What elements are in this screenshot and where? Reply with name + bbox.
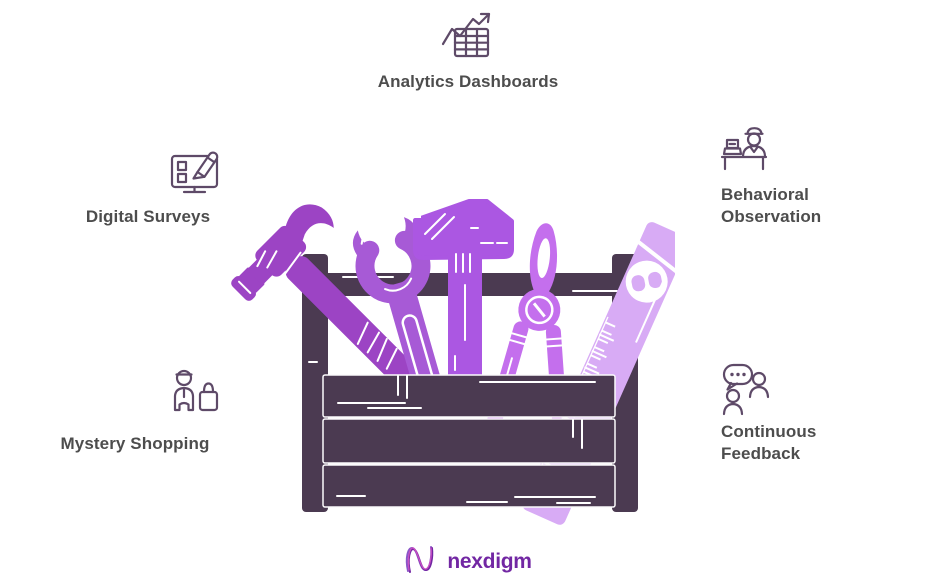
continuous-feedback-icon: [719, 360, 771, 416]
mystery-shopping-label: Mystery Shopping: [60, 434, 210, 453]
mallet: [413, 199, 514, 384]
toolbox-illustration: [225, 190, 689, 545]
logo-text: nexdigm: [447, 549, 532, 573]
digital-surveys-label: Digital Surveys: [85, 207, 211, 226]
mystery-shopping-icon: [163, 367, 221, 419]
toolbox-planks: [322, 374, 616, 508]
digital-surveys-icon: [166, 147, 223, 197]
logo-mark-icon: [404, 544, 440, 579]
hammer: [231, 204, 421, 392]
analytics-dashboards-label: Analytics Dashboards: [377, 72, 559, 91]
logo: nexdigm: [0, 544, 936, 579]
behavioral-observation-icon: [718, 124, 770, 174]
behavioral-observation-label: Behavioral Observation: [721, 185, 822, 226]
analytics-dashboards-icon: [440, 10, 497, 60]
continuous-feedback-label: Continuous Feedback: [721, 422, 817, 463]
